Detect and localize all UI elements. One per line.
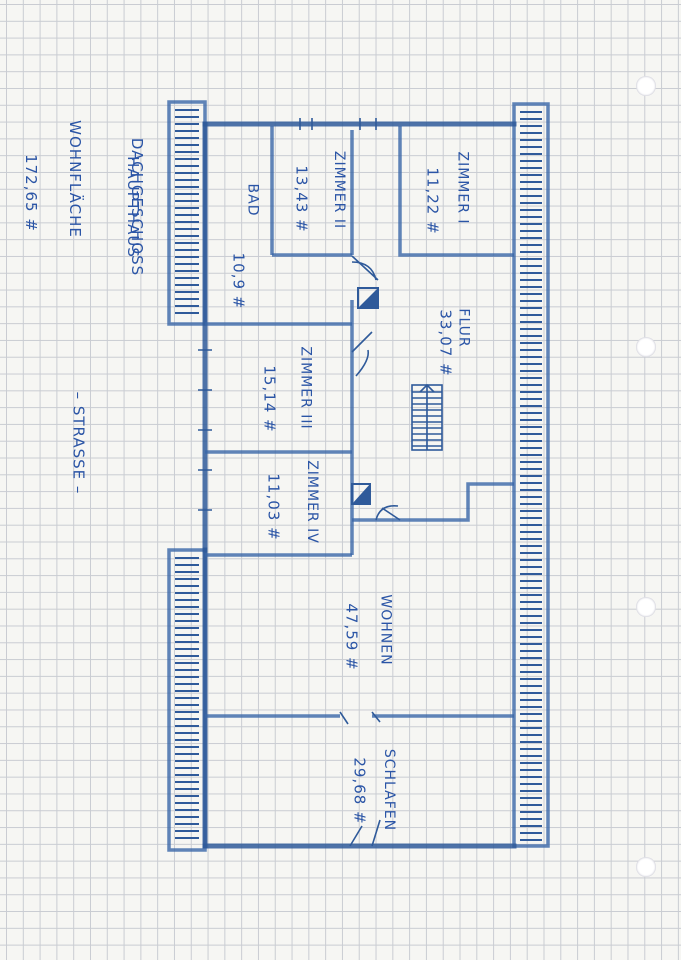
room-schlafen-area: 29,68 # bbox=[350, 757, 369, 825]
room-zimmer2-area: 13,43 # bbox=[292, 165, 311, 233]
window-marks bbox=[198, 118, 377, 511]
area-label: WOHNFLÄCHE bbox=[65, 120, 84, 238]
room-flur-name: FLUR bbox=[455, 308, 472, 348]
room-zimmer2-name: ZIMMER II bbox=[331, 150, 348, 230]
roof-hatching-left-top bbox=[167, 100, 207, 326]
street-label: – STRASSE – bbox=[69, 391, 88, 495]
room-bad-area: 10,9 # bbox=[229, 252, 248, 310]
punch-hole-1 bbox=[636, 76, 656, 96]
roof-hatching-right bbox=[512, 102, 550, 848]
room-zimmer4-name: ZIMMER IV bbox=[303, 460, 320, 544]
room-wohnen-name: WOHNEN bbox=[377, 594, 394, 666]
interior-walls bbox=[205, 126, 514, 718]
room-schlafen-name: SCHLAFEN bbox=[381, 748, 398, 832]
room-bad-name: BAD bbox=[244, 183, 261, 217]
staircase-icon bbox=[411, 383, 443, 451]
room-wohnen-area: 47,59 # bbox=[342, 603, 361, 671]
area-value: 172,65 # bbox=[21, 154, 40, 232]
punch-hole-2 bbox=[636, 337, 656, 357]
room-zimmer3-area: 15,14 # bbox=[260, 365, 279, 433]
punch-hole-3 bbox=[636, 597, 656, 617]
chimney-icon bbox=[351, 287, 379, 505]
roof-hatching-left-bottom bbox=[167, 548, 207, 852]
room-zimmer1-name: ZIMMER I bbox=[454, 151, 471, 225]
punch-hole-4 bbox=[636, 857, 656, 877]
title-line2: HAUPTHAUS bbox=[123, 156, 142, 258]
room-zimmer1-area: 11,22 # bbox=[423, 167, 442, 235]
room-zimmer3-name: ZIMMER III bbox=[297, 346, 314, 430]
door-swing-icon bbox=[339, 255, 401, 847]
room-zimmer4-area: 11,03 # bbox=[264, 473, 283, 541]
room-flur-area: 33,07 # bbox=[436, 309, 455, 377]
